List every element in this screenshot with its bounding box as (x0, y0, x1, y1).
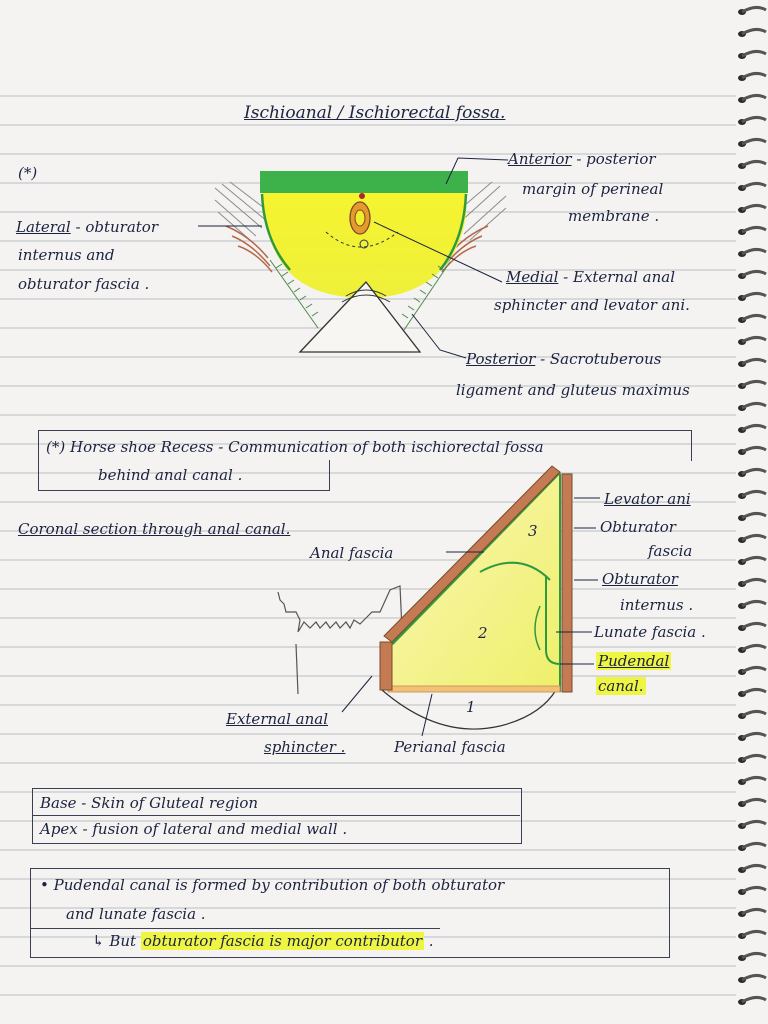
base-apex-box (32, 788, 522, 844)
spiral-ring (741, 49, 767, 58)
spiral-ring (741, 973, 767, 982)
pudendal-note-line3: ↳ But obturator fascia is major contribu… (92, 932, 434, 950)
fossa-fill (262, 190, 467, 298)
spiral-ring (741, 819, 767, 828)
spiral-ring (741, 929, 767, 938)
spiral-ring (741, 731, 767, 740)
pudendal-note-line2: and lunate fascia . (66, 905, 206, 923)
label-external-anal-sphincter: External anal (226, 710, 328, 728)
spiral-ring (741, 753, 767, 762)
spiral-ring (741, 863, 767, 872)
label-pudendal-canal-line2: canal. (596, 677, 646, 695)
spiral-ring (741, 533, 767, 542)
label-anterior: Anterior - posterior (508, 150, 656, 168)
spiral-ring (741, 665, 767, 674)
spiral-ring (741, 511, 767, 520)
spiral-ring (741, 467, 767, 476)
region-number-2: 2 (478, 624, 488, 642)
pudendal-note-divider (30, 928, 440, 929)
label-anterior-line3: membrane . (568, 207, 660, 225)
spiral-ring (741, 423, 767, 432)
label-perianal-fascia: Perianal fascia (394, 738, 506, 756)
label-medial-line2: sphincter and levator ani. (494, 296, 690, 314)
spiral-ring (741, 401, 767, 410)
spiral-ring (741, 775, 767, 784)
spiral-ring (741, 181, 767, 190)
label-levator-ani: Levator ani (604, 490, 691, 508)
horseshoe-box-bottom (38, 460, 330, 491)
region-number-3: 3 (528, 522, 538, 540)
obturator-internus-bar (561, 473, 573, 693)
coronal-heading: Coronal section through anal canal. (18, 520, 291, 538)
external-anal-sphincter-box (379, 641, 393, 691)
horseshoe-line2: behind anal canal . (98, 466, 243, 484)
horseshoe-line1: (*) Horse shoe Recess - Communication of… (46, 438, 544, 456)
spiral-ring (741, 313, 767, 322)
horseshoe-box-top (38, 430, 692, 461)
label-external-anal-sphincter-line2: sphincter . (264, 738, 346, 756)
spiral-ring (741, 797, 767, 806)
label-pudendal-canal: Pudendal (596, 652, 672, 670)
base-apex-divider (32, 815, 520, 816)
spiral-ring (741, 489, 767, 498)
spiral-ring (741, 93, 767, 102)
spiral-ring (741, 951, 767, 960)
region-number-1: 1 (466, 698, 476, 716)
spiral-ring (741, 291, 767, 300)
spiral-ring (741, 709, 767, 718)
perineal-membrane-bar (260, 171, 468, 193)
label-obturator-fascia-line2: fascia (648, 542, 693, 560)
label-anterior-line2: margin of perineal (522, 180, 664, 198)
spiral-ring (741, 225, 767, 234)
spiral-ring (741, 335, 767, 344)
spiral-ring (741, 159, 767, 168)
label-posterior-line2: ligament and gluteus maximus (456, 381, 690, 399)
spiral-ring (741, 445, 767, 454)
spiral-ring (741, 269, 767, 278)
spiral-ring (741, 247, 767, 256)
apex-text: Apex - fusion of lateral and medial wall… (40, 820, 348, 838)
spiral-ring (741, 555, 767, 564)
label-medial: Medial - External anal (506, 268, 675, 286)
label-posterior: Posterior - Sacrotuberous (466, 350, 662, 368)
spiral-ring (741, 885, 767, 894)
spiral-ring (741, 71, 767, 80)
fossa-triangle-fill (388, 474, 560, 690)
spiral-ring (741, 379, 767, 388)
section-bullet-star: (*) (18, 164, 38, 182)
spiral-ring (741, 599, 767, 608)
spiral-ring (741, 643, 767, 652)
label-obturator-fascia: Obturator (600, 518, 676, 536)
spiral-ring (741, 115, 767, 124)
spiral-ring (741, 27, 767, 36)
spiral-ring (741, 621, 767, 630)
spiral-ring (741, 357, 767, 366)
spiral-ring (741, 203, 767, 212)
label-obturator-internus-line2: internus . (620, 596, 694, 614)
label-obturator-internus: Obturator (602, 570, 678, 588)
spiral-ring (741, 907, 767, 916)
label-lateral: Lateral - obturator (16, 218, 159, 236)
label-lunate-fascia: Lunate fascia . (594, 623, 706, 641)
spiral-ring (741, 5, 767, 14)
spiral-ring (741, 687, 767, 696)
base-text: Base - Skin of Gluteal region (40, 794, 259, 812)
pudendal-note-box (30, 868, 670, 958)
label-lateral-line3: obturator fascia . (18, 275, 150, 293)
spiral-ring (741, 137, 767, 146)
spiral-ring (741, 577, 767, 586)
label-anal-fascia: Anal fascia (310, 544, 394, 562)
spiral-ring (741, 995, 767, 1004)
pudendal-note-line1: • Pudendal canal is formed by contributi… (40, 876, 505, 894)
spiral-ring (741, 841, 767, 850)
label-lateral-line2: internus and (18, 246, 115, 264)
page-title: Ischioanal / Ischiorectal fossa. (244, 103, 506, 123)
